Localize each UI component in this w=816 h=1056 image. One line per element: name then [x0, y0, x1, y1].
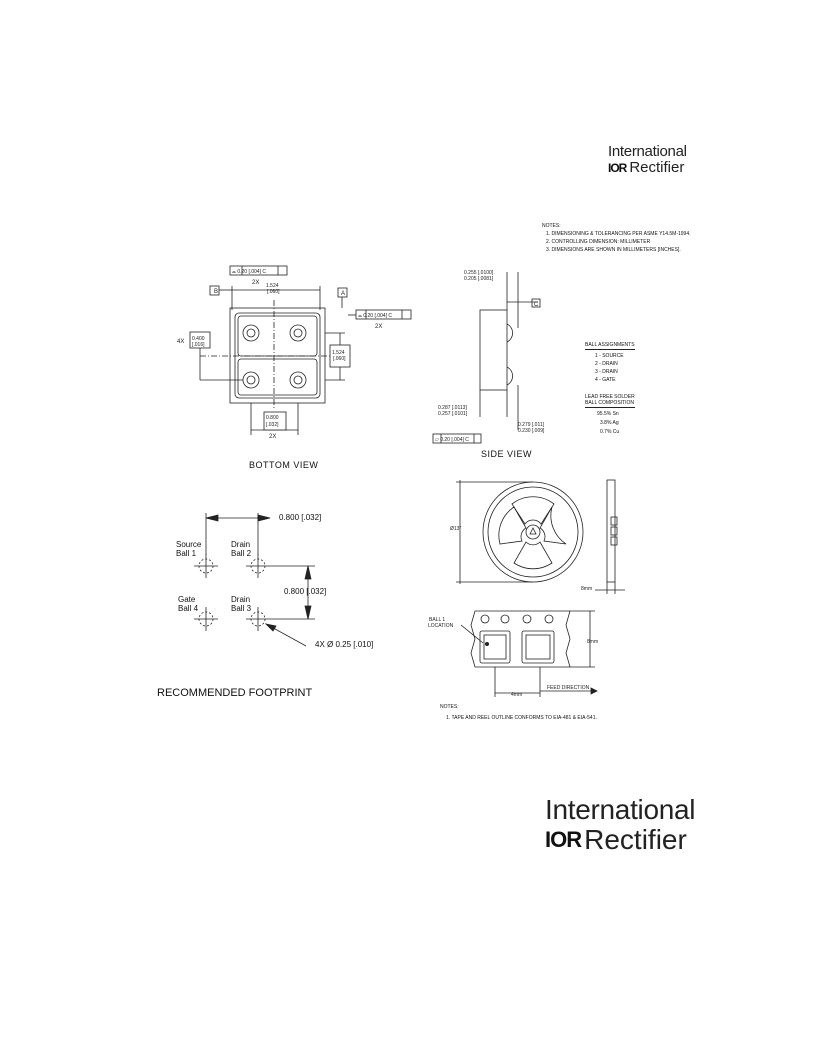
- note-item: 3. DIMENSIONS ARE SHOWN IN MILLIMETERS […: [546, 247, 681, 253]
- logo-bottom-rectifier: Rectifier: [584, 824, 687, 855]
- feed-direction-text: FEED DIRECTION: [547, 685, 590, 691]
- footprint-title: RECOMMENDED FOOTPRINT: [157, 687, 313, 699]
- list-item: 4 - GATE: [595, 377, 616, 383]
- tol-top-text: ⌓ 0.20 [.004] C: [232, 269, 266, 275]
- list-item: 2 - DRAIN: [595, 361, 618, 367]
- ball-assignments-title: BALL ASSIGNMENTS: [585, 342, 635, 350]
- svg-text:[.060]: [.060]: [267, 289, 280, 295]
- ball1-location-line1: BALL 1: [429, 617, 445, 623]
- logo-top-ior-mark: IOR: [608, 160, 627, 175]
- two-x-bottom: 2X: [269, 434, 276, 440]
- logo-top-rectifier: Rectifier: [629, 159, 685, 176]
- pad-ball-3: [246, 607, 270, 631]
- tol-right-text: ⌓ 0.20 [.004] C: [358, 313, 392, 319]
- package-body: [229, 307, 326, 404]
- tape-height-text: 8mm: [587, 639, 598, 645]
- list-item: 3.8% Ag: [600, 420, 619, 426]
- solder-title-1: LEAD FREE SOLDER: [585, 394, 635, 400]
- ball1-location-line2: LOCATION: [428, 623, 454, 629]
- tape-pitch-text: 4mm: [511, 692, 522, 698]
- reel-dia-text: Ø13": [450, 526, 461, 532]
- reel-width-text: 8mm: [581, 586, 592, 592]
- flatness-text: ⏥ 0.20 [.004] C: [435, 437, 469, 443]
- list-item: 0.7% Cu: [600, 429, 620, 435]
- ball-assignments: BALL ASSIGNMENTS 1 - SOURCE 2 - DRAIN 3 …: [585, 342, 635, 383]
- four-x-label: 4X: [177, 339, 184, 345]
- logo-bottom: International IOR Rectifier: [545, 794, 705, 856]
- dim-ball-text: 0.400: [192, 336, 205, 342]
- footprint-dim-dia: 4X Ø 0.25 [.010]: [315, 640, 374, 649]
- svg-text:[.060]: [.060]: [333, 356, 346, 362]
- pad-ball-2: [246, 554, 270, 578]
- side-view-title: SIDE VIEW: [481, 449, 533, 459]
- tape-notes-title: NOTES:: [440, 704, 459, 710]
- solder-composition: LEAD FREE SOLDER BALL COMPOSITION 95.5% …: [585, 394, 635, 435]
- pad-ball-1: [194, 554, 218, 578]
- side-dim-total: 0.279 [.011]: [518, 422, 545, 428]
- notes-title: NOTES:: [542, 223, 561, 229]
- reel-side: [606, 479, 616, 583]
- svg-text:[.016]: [.016]: [192, 342, 205, 348]
- solder-title-2: BALL COMPOSITION: [585, 400, 635, 408]
- tol-frame-top: [229, 265, 288, 276]
- ball1-marker: [485, 642, 489, 646]
- notes-top: NOTES: 1. DIMENSIONING & TOLERANCING PER…: [542, 223, 691, 253]
- dim-right-text: 1.524: [332, 350, 345, 356]
- datum-b-text: B: [214, 289, 218, 295]
- side-dim-body: 0.287 [.0113]: [438, 405, 467, 411]
- footprint-dim-v: 0.800 [.032]: [284, 587, 327, 596]
- two-x-top: 2X: [252, 280, 259, 286]
- logo-bottom-international: International: [545, 794, 696, 825]
- tape-strip: [470, 610, 571, 668]
- svg-text:0.230 [.009]: 0.230 [.009]: [518, 428, 545, 434]
- list-item: 95.5% Sn: [597, 411, 619, 417]
- side-view-drawing: C 0.255 [.0100] 0.205 [.0081] 0.287 [.01…: [432, 270, 545, 444]
- svg-text:0.205 [.0081]: 0.205 [.0081]: [464, 276, 494, 282]
- bottom-view-drawing: ⌓ 0.20 [.004] C B A 2X 1.524 [.060] ⌓ 0.…: [177, 265, 412, 440]
- datum-a-box: [337, 287, 348, 298]
- datum-a-text: A: [341, 291, 345, 297]
- pad-ball-4: [194, 607, 218, 631]
- svg-text:[.032]: [.032]: [266, 422, 279, 428]
- side-body: [479, 309, 508, 391]
- logo-top-international: International: [608, 143, 687, 160]
- datum-c-text: C: [534, 302, 539, 308]
- dim-bottom-text: 0.800: [266, 415, 279, 421]
- note-item: 1. DIMENSIONING & TOLERANCING PER ASME Y…: [546, 231, 691, 237]
- datum-b-box: [209, 285, 220, 296]
- svg-text:0.257 [.0101]: 0.257 [.0101]: [438, 411, 468, 417]
- footprint-dim-h: 0.800 [.032]: [279, 513, 322, 522]
- reel-drawing: Ø13" 8mm: [450, 479, 625, 594]
- side-dim-top: 0.255 [.0100]: [464, 270, 494, 276]
- footprint-drawing: [194, 513, 315, 647]
- dim-top-text: 1.524: [266, 283, 279, 289]
- note-item: 2. CONTROLLING DIMENSION: MILLIMETER: [546, 239, 651, 245]
- tape-drawing: BALL 1 LOCATION 8mm 4mm FEED DIRECTION: [428, 610, 598, 698]
- list-item: 1 - SOURCE: [595, 353, 624, 359]
- two-x-right: 2X: [375, 324, 382, 330]
- list-item: 3 - DRAIN: [595, 369, 618, 375]
- tape-note-1: 1. TAPE AND REEL OUTLINE CONFORMS TO EIA…: [446, 715, 597, 721]
- bottom-view-title: BOTTOM VIEW: [249, 460, 319, 470]
- logo-top: International IOR Rectifier: [608, 143, 700, 176]
- logo-bottom-ior-mark: IOR: [545, 827, 582, 852]
